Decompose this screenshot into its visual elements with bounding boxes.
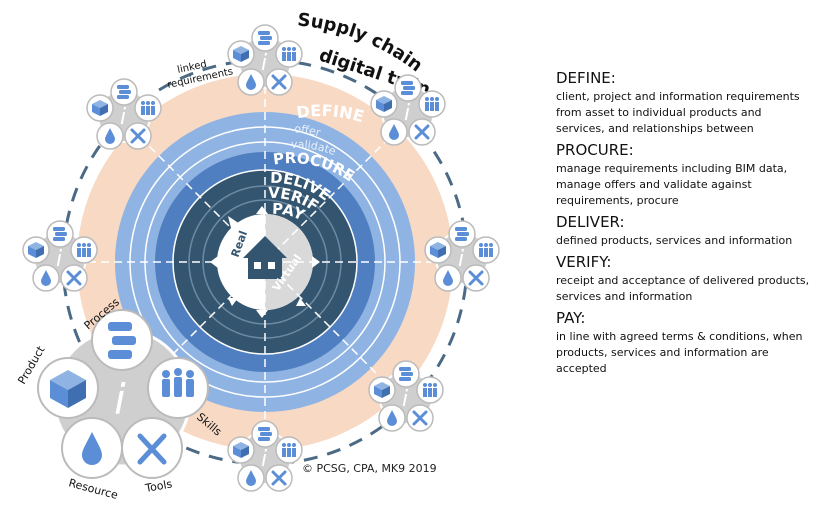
procure-heading: PROCURE: [556, 141, 634, 159]
water-drop-icon [41, 270, 51, 286]
satellite-node: i [227, 24, 303, 96]
satellite-info-symbol: i [458, 247, 464, 272]
define-section: DEFINE: client, project and information … [556, 69, 811, 137]
water-drop-icon [387, 410, 397, 426]
people-icon [282, 47, 296, 61]
deliver-body: defined products, services and informati… [556, 234, 793, 247]
satellite-node: i [370, 74, 446, 146]
copyright-text: © PCSG, CPA, MK9 2019 [302, 462, 437, 475]
cube-icon [233, 442, 249, 458]
pay-section: PAY: in line with agreed terms & conditi… [556, 309, 811, 377]
process-icon [401, 81, 415, 95]
satellite-info-symbol: i [402, 387, 408, 412]
sidebar-definitions: DEFINE: client, project and information … [556, 66, 811, 381]
cube-icon [430, 242, 446, 258]
people-icon [423, 383, 437, 397]
satellite-info-symbol: i [404, 101, 410, 126]
tools-icon [137, 433, 167, 465]
tools-icon [66, 270, 82, 286]
tools-icon [130, 128, 146, 144]
people-icon [425, 97, 439, 111]
legend-node: i Process Product [15, 295, 224, 502]
water-drop-icon [105, 128, 115, 144]
cube-icon [28, 242, 44, 258]
process-icon [399, 367, 413, 381]
satellite-node: i [86, 78, 162, 150]
people-icon [162, 368, 194, 397]
cube-icon [233, 46, 249, 62]
satellite-node: i [22, 220, 98, 292]
house-icon [243, 236, 287, 279]
water-drop-icon [443, 270, 453, 286]
tools-icon [412, 410, 428, 426]
satellite-node: i [424, 220, 500, 292]
pay-heading: PAY: [556, 309, 586, 327]
process-icon [117, 85, 131, 99]
tools-icon [271, 74, 287, 90]
satellite-info-symbol: i [261, 447, 267, 472]
chevron-arrows [210, 206, 320, 318]
verify-heading: VERIFY: [556, 253, 612, 271]
pay-body: in line with agreed terms & conditions, … [556, 330, 803, 375]
deliver-heading: DELIVER: [556, 213, 625, 231]
process-icon [258, 31, 272, 45]
water-drop-icon [246, 74, 256, 90]
water-drop-icon [82, 432, 102, 465]
satellite-nodes: i i i i i i i [22, 24, 500, 492]
water-drop-icon [389, 124, 399, 140]
satellite-node: i [227, 420, 303, 492]
people-icon [141, 101, 155, 115]
offer-label: offer [294, 122, 323, 139]
cube-icon [376, 96, 392, 112]
satellite-info-symbol: i [120, 105, 126, 130]
process-icon [108, 322, 136, 359]
legend-tools-label: Tools [143, 477, 173, 495]
tools-icon [468, 270, 484, 286]
define-heading: DEFINE: [556, 69, 616, 87]
process-icon [258, 427, 272, 441]
satellite-info-symbol: i [261, 51, 267, 76]
deliver-section: DELIVER: defined products, services and … [556, 213, 811, 249]
legend-resource-label: Resource [67, 476, 119, 502]
legend-info-symbol: i [114, 375, 126, 424]
process-icon [455, 227, 469, 241]
tools-icon [271, 470, 287, 486]
satellite-info-symbol: i [56, 247, 62, 272]
verify-body: receipt and acceptance of delivered prod… [556, 274, 810, 303]
supply-chain-diagram: Real Virtual DEFINE offer validate PROCU… [15, 9, 500, 503]
people-icon [77, 243, 91, 257]
people-icon [282, 443, 296, 457]
tools-icon [414, 124, 430, 140]
cube-icon [92, 100, 108, 116]
procure-body: manage requirements including BIM data, … [556, 162, 788, 207]
cube-icon [50, 370, 86, 408]
satellite-node: i [368, 360, 444, 432]
process-icon [53, 227, 67, 241]
define-body: client, project and information requirem… [556, 90, 800, 135]
procure-section: PROCURE: manage requirements including B… [556, 141, 811, 209]
cube-icon [374, 382, 390, 398]
people-icon [479, 243, 493, 257]
water-drop-icon [246, 470, 256, 486]
verify-section: VERIFY: receipt and acceptance of delive… [556, 253, 811, 305]
